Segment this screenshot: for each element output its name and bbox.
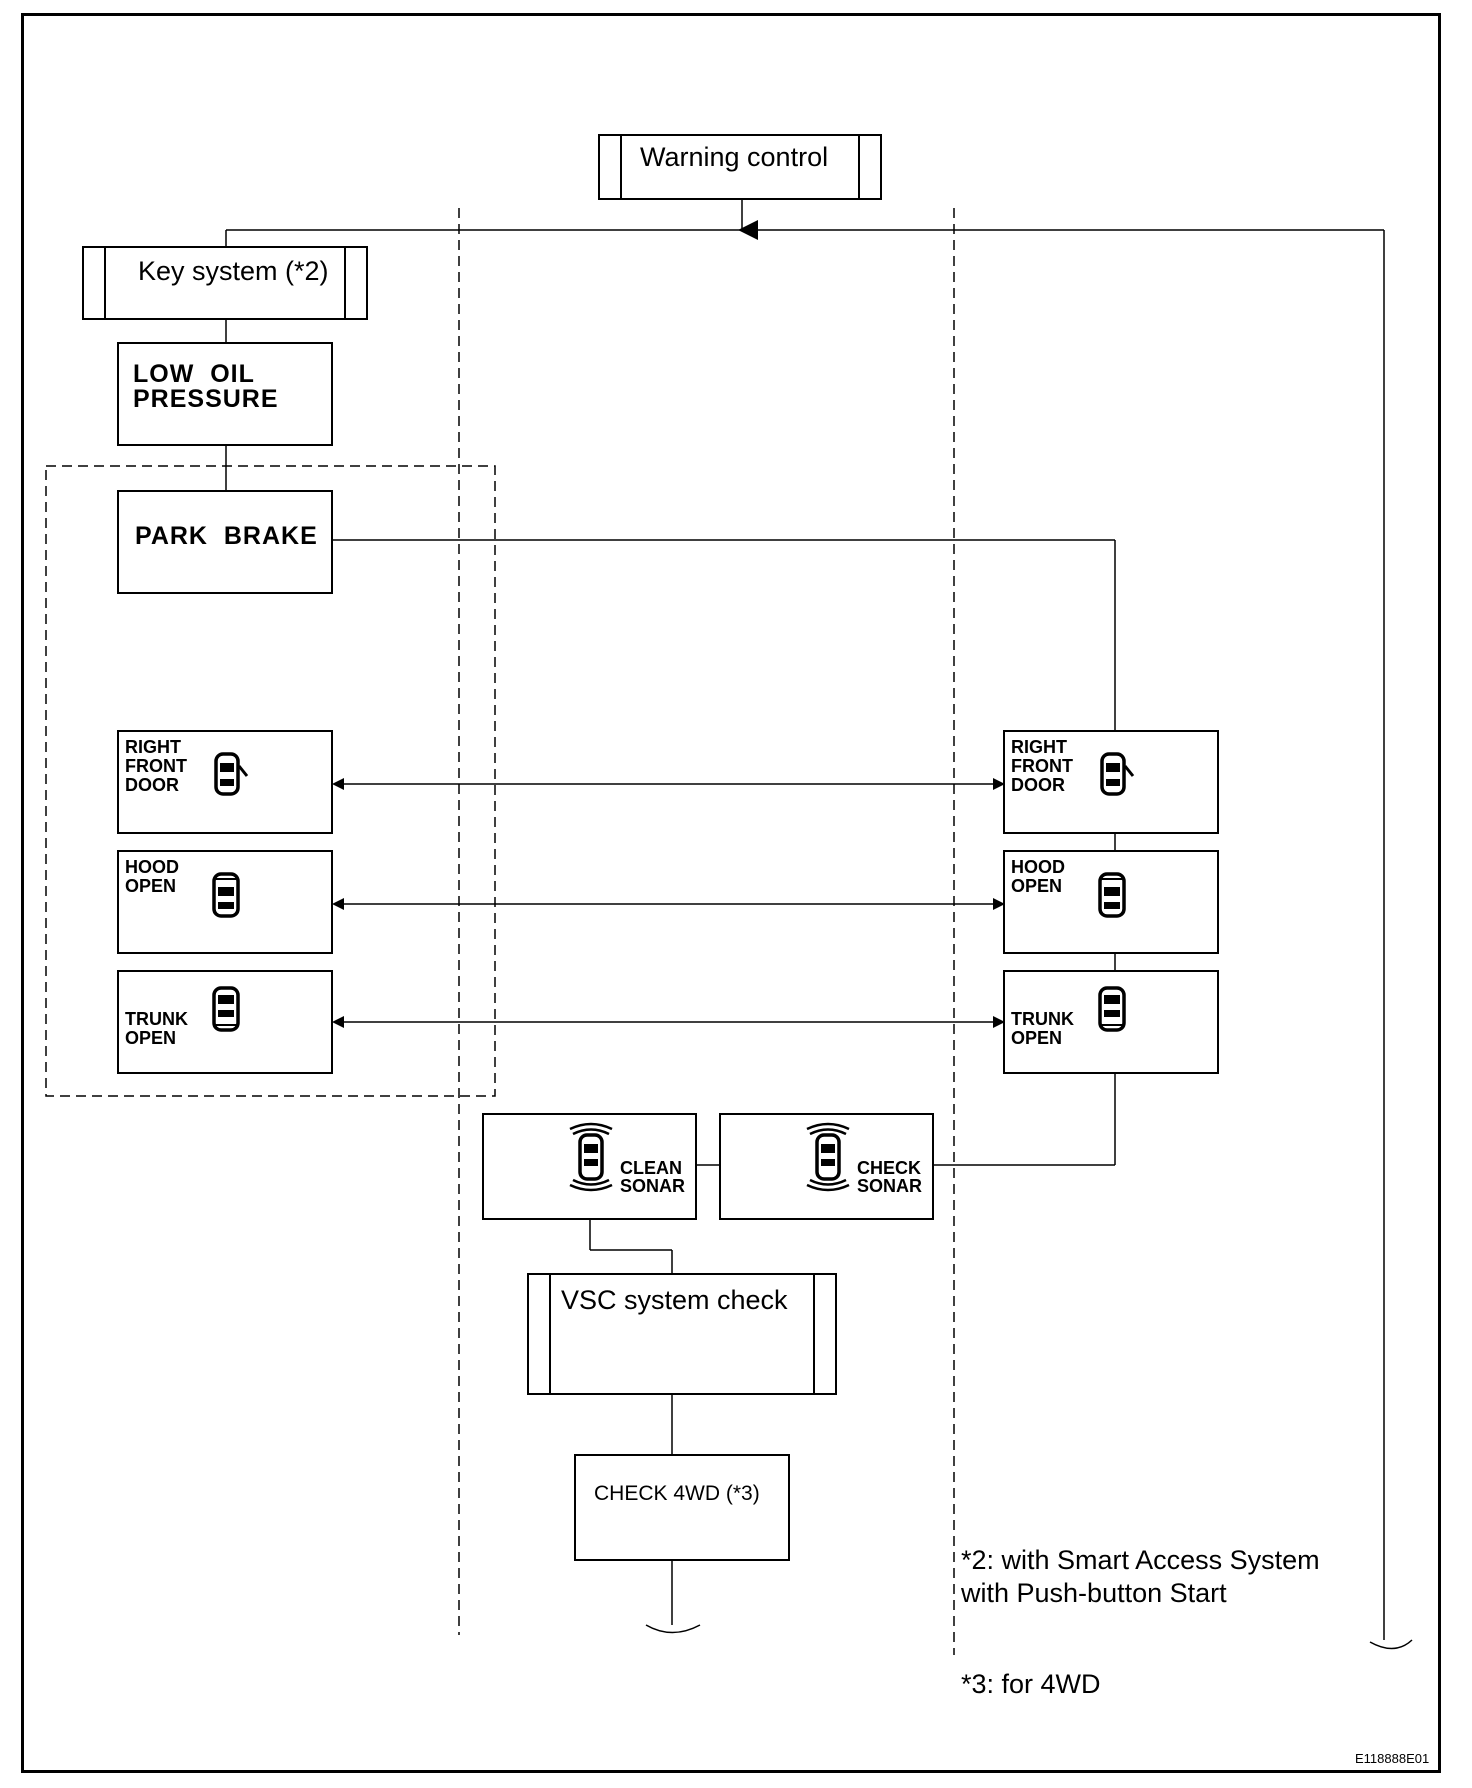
- sonar-car-icon: [806, 1122, 850, 1192]
- car-door-open-icon: [214, 752, 249, 796]
- car-hood-open-icon: [212, 872, 240, 918]
- check-sonar-box: CHECK SONAR: [719, 1113, 934, 1220]
- clean-sonar-box: CLEAN SONAR: [482, 1113, 697, 1220]
- right-front-door-box-left: RIGHT FRONT DOOR: [117, 730, 333, 834]
- footnote-2: *2: with Smart Access System with Push-b…: [961, 1545, 1320, 1608]
- key-system-box: Key system (*2): [82, 246, 368, 320]
- vsc-system-check-box: VSC system check: [527, 1273, 837, 1395]
- trunk-open-box-left: TRUNK OPEN: [117, 970, 333, 1074]
- check-sonar-label: CHECK SONAR: [857, 1158, 923, 1196]
- trunk-open-label: TRUNK OPEN: [1011, 1009, 1074, 1048]
- diagram-frame: [21, 13, 1441, 1773]
- merge-arrow-icon: [738, 220, 758, 240]
- group-dashed-box: [45, 465, 496, 1097]
- warning-control-label: Warning control: [640, 142, 829, 172]
- clean-sonar-label: CLEAN SONAR: [620, 1158, 686, 1196]
- low-oil-pressure-label: LOW OIL PRESSURE: [133, 360, 279, 413]
- figure-id: E118888E01: [1355, 1751, 1430, 1766]
- sonar-car-icon: [569, 1122, 613, 1192]
- car-hood-open-icon: [1098, 872, 1126, 918]
- vsc-system-check-label: VSC system check: [561, 1285, 788, 1315]
- trunk-open-box-right: TRUNK OPEN: [1003, 970, 1219, 1074]
- warning-control-box: Warning control: [598, 134, 882, 200]
- hood-open-label: HOOD OPEN: [1011, 857, 1065, 896]
- footnote-3: *3: for 4WD: [961, 1669, 1101, 1699]
- hood-open-box-right: HOOD OPEN: [1003, 850, 1219, 954]
- car-door-open-icon: [1100, 752, 1135, 796]
- right-front-door-label: RIGHT FRONT DOOR: [1011, 737, 1073, 795]
- hood-open-box-left: HOOD OPEN: [117, 850, 333, 954]
- car-trunk-open-icon: [1098, 986, 1126, 1032]
- hood-open-label: HOOD OPEN: [125, 857, 179, 896]
- check-4wd-label: CHECK 4WD (*3): [594, 1482, 760, 1505]
- trunk-open-label: TRUNK OPEN: [125, 1009, 188, 1048]
- key-system-label: Key system (*2): [138, 256, 329, 286]
- low-oil-pressure-box: LOW OIL PRESSURE: [117, 342, 333, 446]
- right-front-door-label: RIGHT FRONT DOOR: [125, 737, 187, 795]
- check-4wd-box: CHECK 4WD (*3): [574, 1454, 790, 1561]
- park-brake-box: PARK BRAKE: [117, 490, 333, 594]
- car-trunk-open-icon: [212, 986, 240, 1032]
- right-front-door-box-right: RIGHT FRONT DOOR: [1003, 730, 1219, 834]
- park-brake-label: PARK BRAKE: [135, 522, 318, 550]
